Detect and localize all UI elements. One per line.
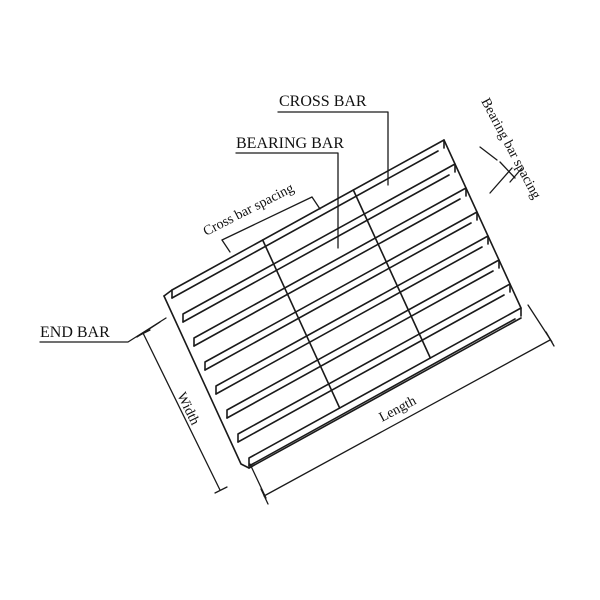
- bearing-bar: [226, 259, 500, 419]
- bearing-bar-side: [237, 294, 505, 443]
- bearing-bar: [237, 283, 511, 443]
- length-label: Length: [377, 394, 419, 426]
- bearing-bar-side: [204, 222, 472, 371]
- bearing-bar: [182, 163, 456, 323]
- bearing-bar: [215, 235, 489, 395]
- bearing-bar-leader: [235, 152, 339, 249]
- bearing-bar: [193, 187, 467, 347]
- bearing-bar-side: [193, 198, 461, 347]
- end-bar-back: [443, 139, 522, 309]
- bearing-bar-side: [171, 150, 439, 299]
- bearing-bar-side: [248, 318, 516, 467]
- end-bar-front: [163, 295, 250, 469]
- bearing-bar-spacing-label: Bearing bar spacing: [477, 96, 543, 202]
- grating-body: [163, 139, 522, 469]
- grating-bottom-edge: [248, 317, 522, 469]
- bearing-bar: [171, 139, 445, 299]
- bearing-bar-spacing-dimension: [479, 146, 523, 194]
- end-bar-corner: [163, 289, 173, 297]
- bearing-bar-side: [226, 270, 494, 419]
- cross-bar-label: CROSS BAR: [279, 93, 367, 110]
- cross-bar-spacing-dimension: [221, 196, 321, 253]
- cross-bar-leader: [277, 111, 389, 186]
- length-dimension: [249, 304, 555, 505]
- dimension-lines: [39, 111, 555, 505]
- cross-bar: [261, 239, 341, 409]
- end-bar-label: END BAR: [40, 324, 110, 341]
- cross-bar: [352, 189, 432, 359]
- bearing-bar-side: [182, 174, 450, 323]
- bearing-bar: [204, 211, 478, 371]
- bearing-bar: [248, 307, 522, 467]
- width-label: Width: [173, 390, 202, 428]
- bearing-bar-side: [215, 246, 483, 395]
- bearing-bar-label: BEARING BAR: [236, 135, 344, 152]
- width-dimension: [136, 321, 228, 494]
- cross-bar-spacing-label: Cross bar spacing: [201, 181, 297, 240]
